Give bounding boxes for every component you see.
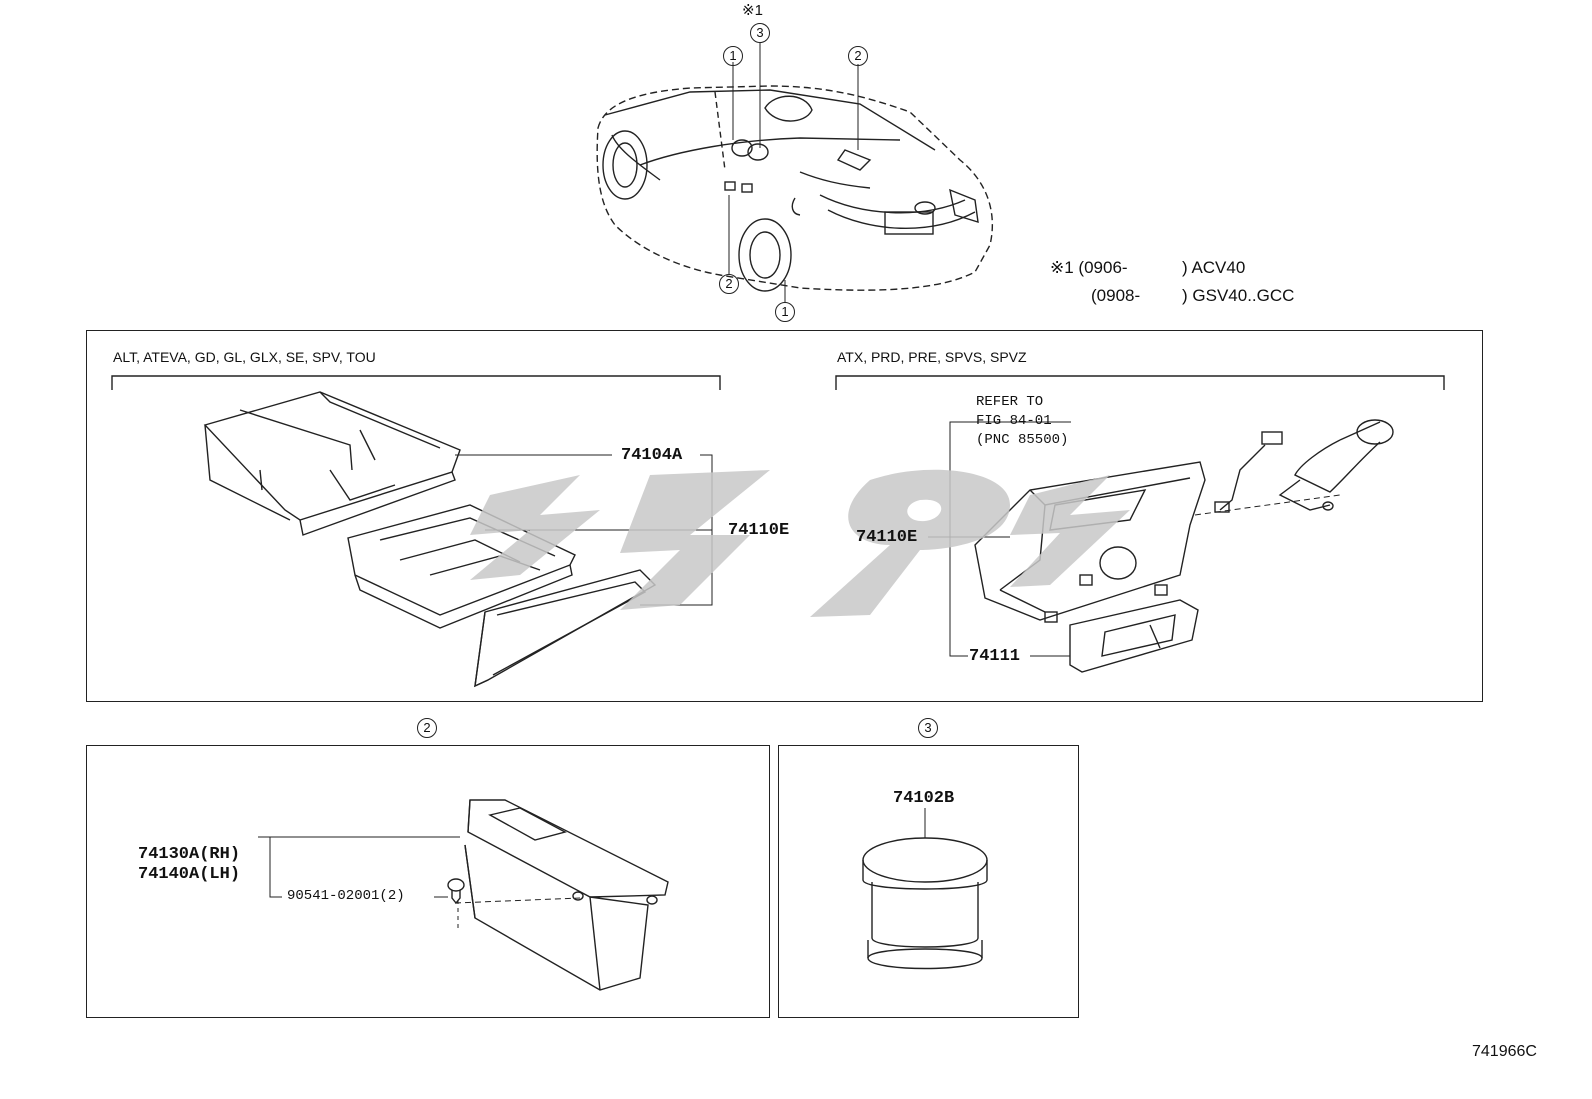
- callout-1-marker: 1: [723, 46, 743, 66]
- panel-callout-2: [86, 745, 770, 1018]
- part-number-74104A: 74104A: [621, 446, 683, 465]
- part-74104A-illustration: [203, 391, 461, 536]
- cigarette-lighter-illustration: [1214, 419, 1394, 513]
- callout-2-marker-lower: 2: [719, 274, 739, 294]
- left-variant-list: ALT, ATEVA, GD, GL, GLX, SE, SPV, TOU: [113, 349, 376, 365]
- lid-illustration: [474, 569, 657, 688]
- refer-line-3: (PNC 85500): [976, 432, 1069, 448]
- part-number-74110E-right: 74110E: [856, 528, 918, 547]
- right-variant-list: ATX, PRD, PRE, SPVS, SPVZ: [837, 349, 1027, 365]
- note-line-2-code: (0908-: [1091, 286, 1141, 305]
- part-number-74140A: 74140A(LH): [138, 865, 241, 884]
- note-line-2-model: ) GSV40..GCC: [1182, 286, 1295, 305]
- part-74111-illustration: [1069, 599, 1199, 673]
- panel-3-marker: 3: [918, 718, 938, 738]
- panel-callout-3: [778, 745, 1079, 1018]
- note-line-1-model: ) ACV40: [1182, 258, 1246, 277]
- callout-2-marker: 2: [848, 46, 868, 66]
- part-number-74111: 74111: [969, 647, 1021, 666]
- car-illustration: [596, 85, 994, 292]
- refer-line-2: FIG 84-01: [976, 413, 1052, 429]
- part-number-74110E-left: 74110E: [728, 521, 790, 540]
- storage-box-illustration: [464, 799, 669, 991]
- callout-3-marker: 3: [750, 23, 770, 43]
- callout-1-marker-lower: 1: [775, 302, 795, 322]
- figure-id: 741966C: [1472, 1043, 1537, 1060]
- fastener-part-number: 90541-02001(2): [287, 888, 405, 904]
- panel-2-marker: 2: [417, 718, 437, 738]
- part-number-74130A: 74130A(RH): [138, 845, 241, 864]
- clip-fastener-illustration: [447, 878, 465, 905]
- note-mark: ※1: [742, 2, 763, 19]
- note-line-1-code: ※1 (0906-: [1050, 258, 1128, 277]
- part-number-74102B: 74102B: [893, 789, 955, 808]
- refer-line-1: REFER TO: [976, 394, 1044, 410]
- watermark-logo: [470, 469, 1130, 617]
- variants-panel: [86, 330, 1483, 702]
